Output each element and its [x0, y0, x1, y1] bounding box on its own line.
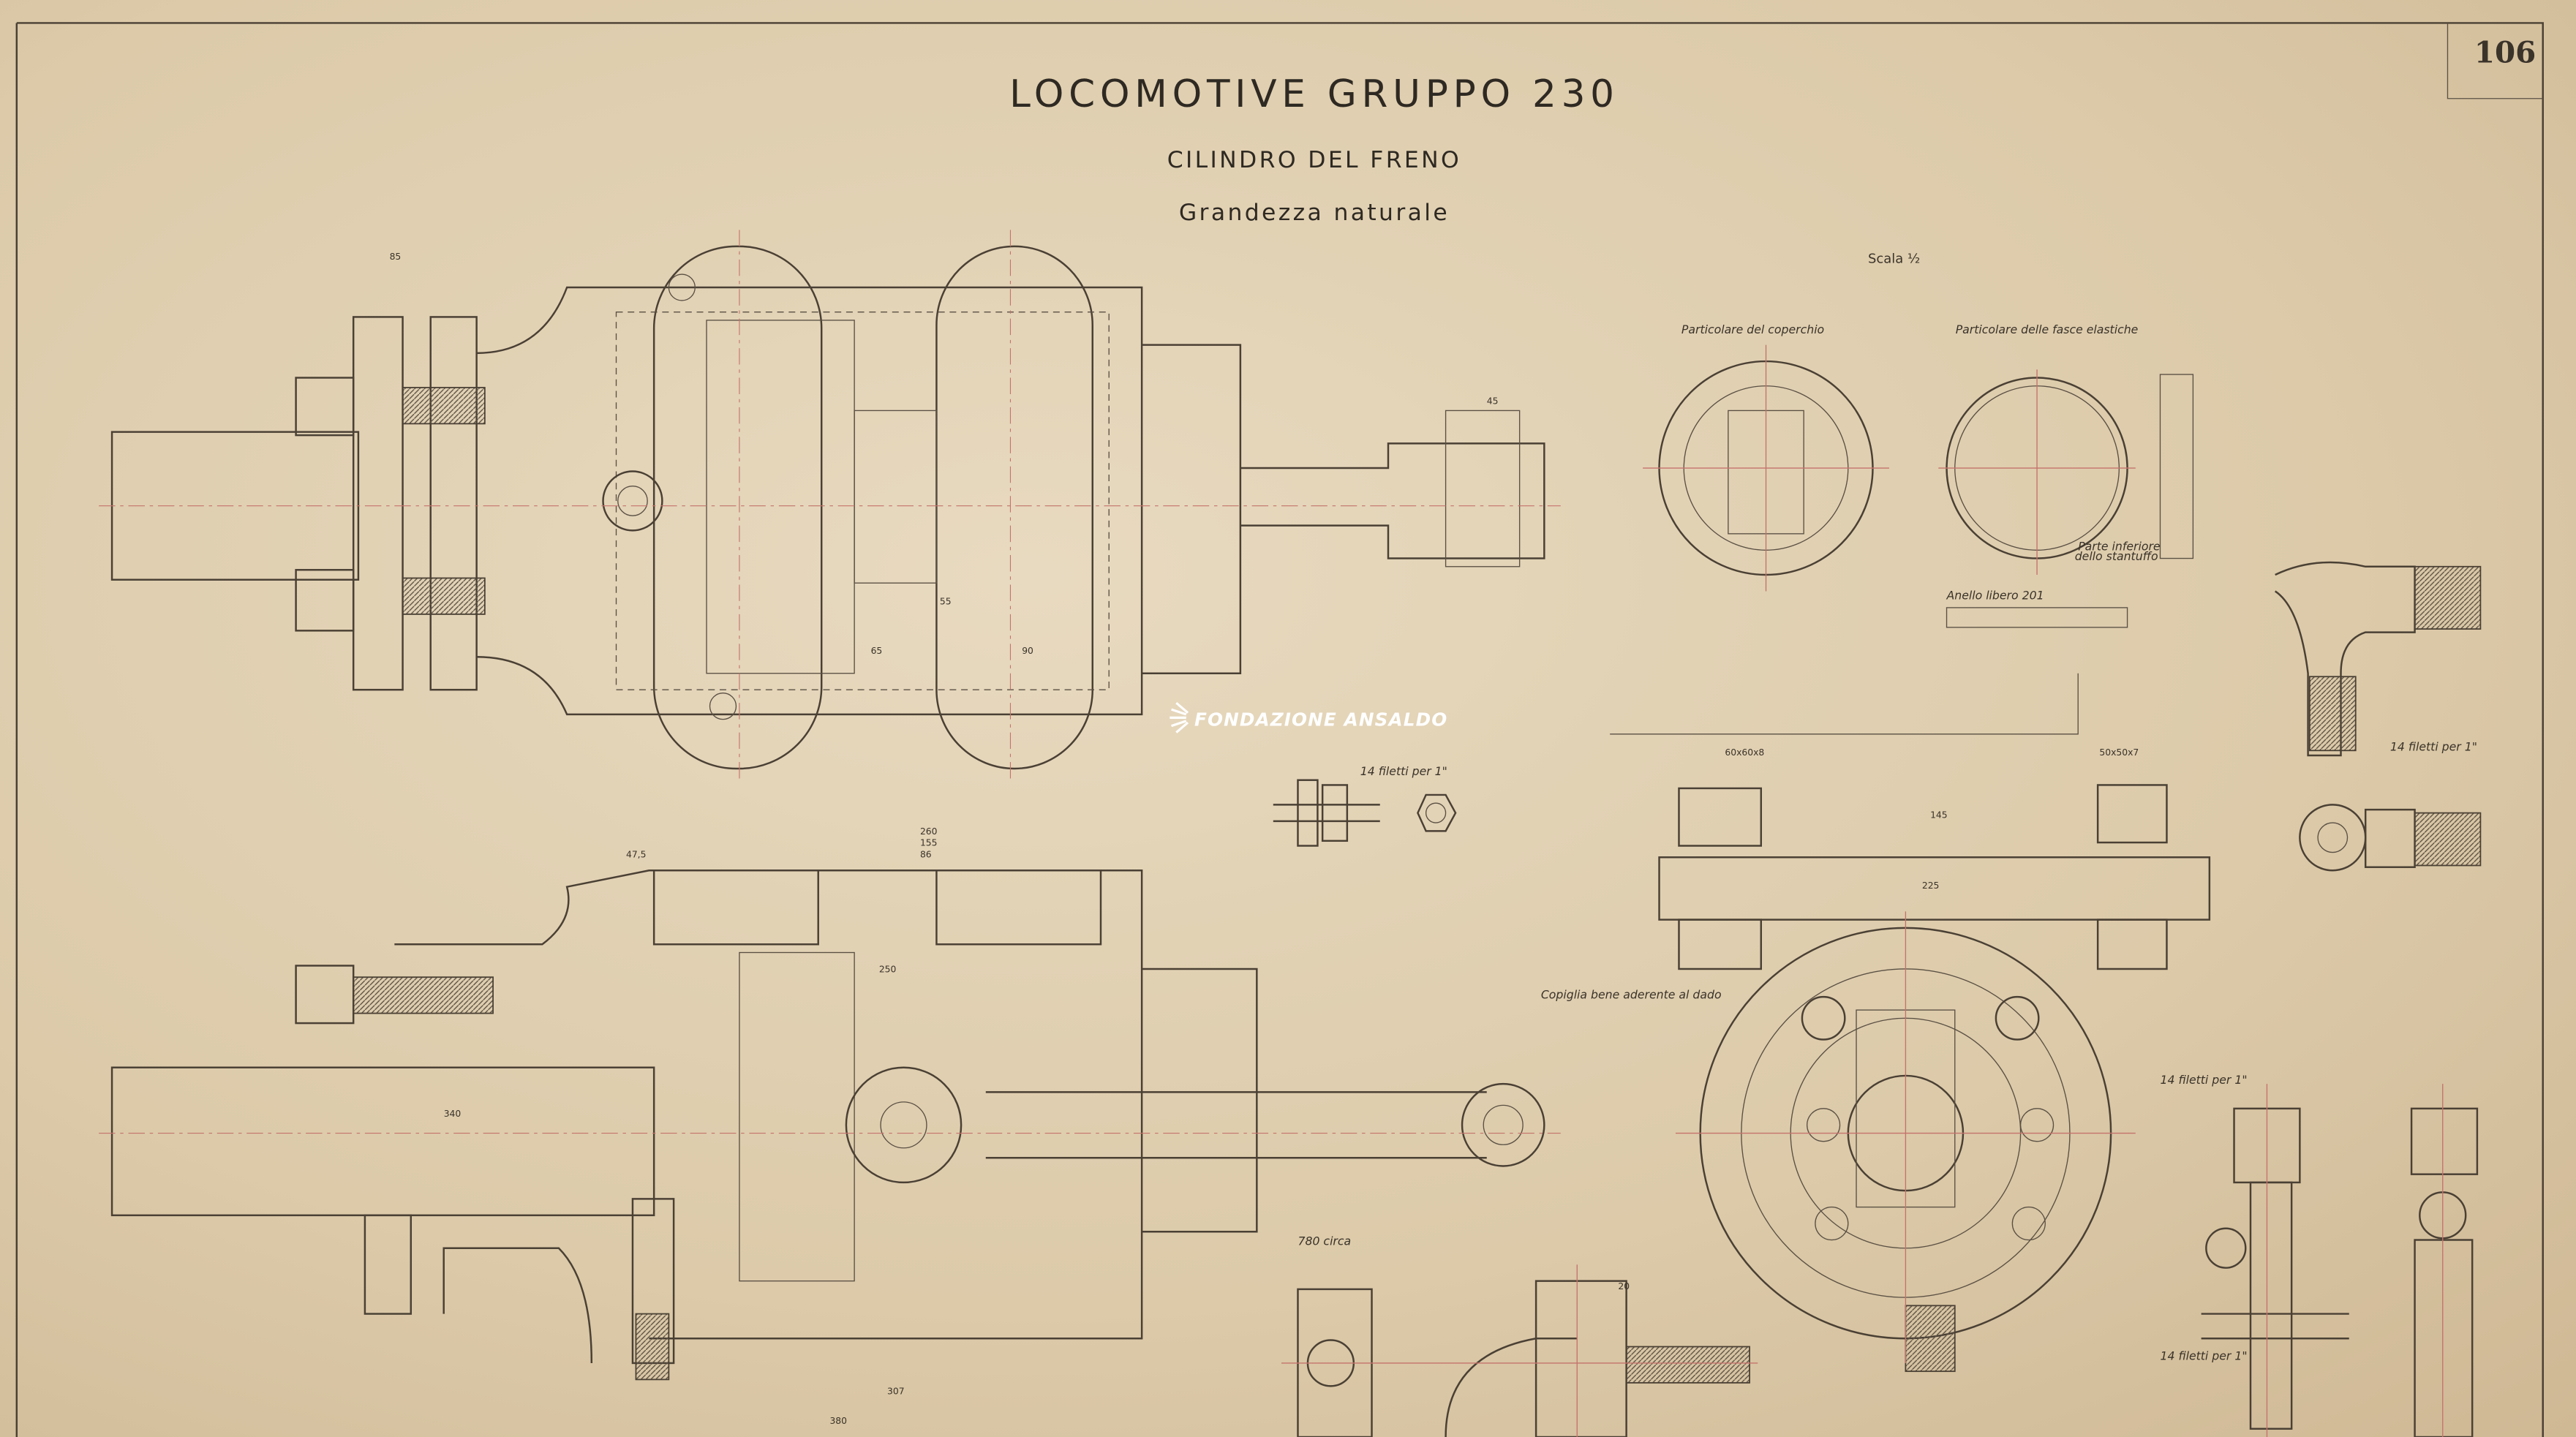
svg-text:50x50x7: 50x50x7	[2099, 747, 2139, 758]
sheet-border	[15, 22, 2544, 1437]
svg-text:90: 90	[1022, 646, 1033, 656]
svg-text:14 filetti per 1": 14 filetti per 1"	[2160, 1349, 2247, 1362]
svg-text:Parte inferiore: Parte inferiore	[2078, 539, 2160, 553]
svg-text:dello stantuffo: dello stantuffo	[2075, 549, 2158, 563]
valve-assemblies	[2201, 1084, 2479, 1437]
drawing-subtitle: CILINDRO DEL FRENO	[1167, 147, 1461, 173]
svg-text:65: 65	[871, 646, 883, 656]
sheet-number: 106	[2474, 34, 2536, 69]
cylinder-elevation-view: 260 155 86 47,5 340 250 380 307 780 circ…	[99, 826, 1561, 1426]
svg-text:60x60x8: 60x60x8	[1725, 747, 1764, 758]
svg-text:Particolare del coperchio: Particolare del coperchio	[1681, 323, 1824, 336]
ansaldo-logo-icon	[1170, 701, 1189, 733]
svg-text:Particolare delle fasce elasti: Particolare delle fasce elastiche	[1956, 323, 2139, 336]
svg-text:14 filetti per 1": 14 filetti per 1"	[2160, 1073, 2247, 1087]
svg-text:55: 55	[940, 596, 952, 606]
svg-text:Anello libero 201: Anello libero 201	[1946, 589, 2044, 603]
svg-text:780 circa: 780 circa	[1298, 1234, 1351, 1248]
svg-text:250: 250	[879, 964, 897, 974]
drawing-title: LOCOMOTIVE GRUPPO 230	[1009, 72, 1619, 116]
svg-text:307: 307	[887, 1387, 905, 1397]
piston-ring-detail: Particolare delle fasce elastiche Parte …	[1938, 323, 2194, 628]
svg-text:86: 86	[920, 849, 932, 859]
cylinder-plan-view: 85 45 65 90 55	[99, 230, 1561, 780]
cover-detail: Particolare del coperchio	[1643, 323, 1889, 592]
bracket-and-flange-view: 60x60x8 50x50x7 Copiglia bene aderente a…	[1541, 673, 2248, 1373]
nut-detail: 14 filetti per 1"	[1273, 764, 1457, 847]
svg-text:14 filetti per 1": 14 filetti per 1"	[1360, 764, 1447, 778]
elbow-fitting-detail: 14 filetti per 1"	[2274, 561, 2482, 872]
svg-text:225: 225	[1922, 880, 1940, 891]
svg-text:FONDAZIONE ANSALDO: FONDAZIONE ANSALDO	[1194, 709, 1447, 731]
number-box	[2447, 23, 2543, 99]
lower-valve-parts: 20	[1281, 1264, 1758, 1437]
svg-text:145: 145	[1930, 810, 1948, 820]
svg-text:85: 85	[390, 252, 402, 262]
svg-text:47,5: 47,5	[626, 849, 646, 859]
svg-text:14 filetti per 1": 14 filetti per 1"	[2390, 739, 2477, 753]
svg-text:155: 155	[920, 838, 938, 848]
detail-scale-label: Scala ½	[1868, 251, 1920, 266]
svg-text:45: 45	[1487, 396, 1499, 406]
svg-text:380: 380	[829, 1416, 847, 1426]
fondazione-ansaldo-watermark: FONDAZIONE ANSALDO	[1170, 701, 1447, 733]
svg-text:Copiglia bene aderente al dado: Copiglia bene aderente al dado	[1541, 987, 1722, 1001]
svg-text:20: 20	[1618, 1281, 1630, 1291]
scale-label: Grandezza naturale	[1179, 200, 1450, 226]
svg-text:340: 340	[444, 1109, 462, 1119]
svg-text:260: 260	[920, 826, 938, 837]
